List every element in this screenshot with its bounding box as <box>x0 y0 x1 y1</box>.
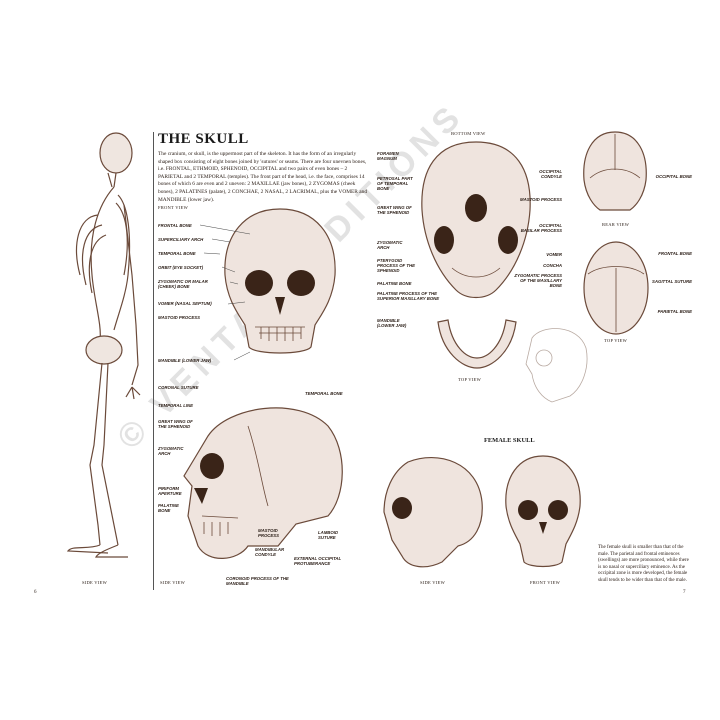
label-temporal-line: TEMPORAL LINE <box>158 403 194 408</box>
skull-front-illustration <box>224 208 336 354</box>
label-vomer-bottom: VOMER <box>546 252 562 257</box>
label-piriform-aperture: PIRIFORM APERTURE <box>158 486 182 496</box>
label-frontal-bone: FRONTAL BONE <box>158 223 192 228</box>
caption-rear-view: REAR VIEW <box>602 222 630 227</box>
label-temporal-bone-side: TEMPORAL BONE <box>305 391 343 396</box>
label-lamboid-suture: LAMBOID SUTURE <box>318 530 339 540</box>
intro-text: The cranium, or skull, is the uppermost … <box>158 151 368 203</box>
caption-side-view-skeleton: SIDE VIEW <box>82 580 108 585</box>
book-spread <box>28 96 694 602</box>
label-petrosal-part: PETROSAL PART OF TEMPORAL BONE <box>377 176 413 191</box>
label-occipital-basilar-process: OCCIPITAL BASILAR PROCESS <box>520 223 562 233</box>
label-mastoid-process-bottom: MASTOID PROCESS <box>520 197 562 202</box>
caption-female-front-view: FRONT VIEW <box>530 580 561 585</box>
page-number-left: 6 <box>34 590 37 595</box>
female-skull-side-illustration <box>383 457 483 568</box>
female-skull-text: The female skull is smaller than that of… <box>598 545 689 583</box>
female-skull-title: FEMALE SKULL <box>484 437 535 444</box>
label-coronoid-process: CORONOID PROCESS OF THE MANDIBLE <box>226 576 289 586</box>
label-zygomatic-process-maxillary: ZYGOMATIC PROCESS OF THE MAXILLARY BONE <box>514 273 562 288</box>
label-pterygoid-process: PTERYGOID PROCESS OF THE SPHENOID <box>377 258 415 273</box>
female-skull-front-illustration <box>505 455 581 568</box>
label-frontal-bone-top: FRONTAL BONE <box>658 251 692 256</box>
label-concha: CONCHA <box>543 263 562 268</box>
sketch-skull-illustration <box>525 328 588 403</box>
label-mandibular-condyle: MANDIBULAR CONDYLE <box>255 547 285 557</box>
label-palatine-process: PALATINE PROCESS OF THE SUPERIOR MAXILLA… <box>377 291 440 301</box>
page-number-right: 7 <box>683 590 686 595</box>
label-vomer: VOMER (NASAL SEPTUM) <box>158 301 212 306</box>
label-temporal-bone-front: TEMPORAL BONE <box>158 251 196 256</box>
label-parietal-bone: PARIETAL BONE <box>657 309 692 314</box>
front-leader-lines <box>199 224 251 361</box>
label-mastoid-process-side: MASTOID PROCESS <box>258 528 280 538</box>
caption-bottom-view: BOTTOM VIEW <box>451 131 486 136</box>
label-zygomatic-arch-side: ZYGOMATIC ARCH <box>158 446 184 456</box>
label-mandible-bottom: MANDIBLE (LOWER JAW) <box>377 318 407 328</box>
caption-front-view: FRONT VIEW <box>158 205 189 210</box>
page-title: THE SKULL <box>158 131 249 147</box>
label-occipital-bone: OCCIPITAL BONE <box>655 174 692 179</box>
skull-top-illustration <box>583 241 649 335</box>
label-superciliary-arch: SUPERCILIARY ARCH <box>158 237 204 242</box>
skull-bottom-illustration <box>421 141 531 299</box>
caption-top-view-small: TOP VIEW <box>604 338 628 343</box>
skeleton-illustration <box>66 132 141 558</box>
caption-top-view-jaw: TOP VIEW <box>458 377 482 382</box>
label-external-occipital-protuberance: EXTERNAL OCCIPITAL PROTUBERANCE <box>294 556 342 566</box>
mandible-top-illustration <box>437 319 517 369</box>
label-occipital-condyle: OCCIPITAL CONDYLE <box>539 169 562 179</box>
label-mastoid-process-front: MASTOID PROCESS <box>158 315 200 320</box>
label-zygomatic-bone: ZYGOMATIC OR MALAR (CHEEK) BONE <box>158 279 208 289</box>
label-palatine-bone-side: PALATINE BONE <box>158 503 179 513</box>
column-divider <box>153 132 154 590</box>
label-sagittal-suture: SAGITTAL SUTURE <box>652 279 692 284</box>
label-mandible-front: MANDIBLE (LOWER JAW) <box>158 358 212 363</box>
caption-side-view-skull: SIDE VIEW <box>160 580 186 585</box>
label-great-wing-sphenoid-side: GREAT WING OF THE SPHENOID <box>158 419 193 429</box>
label-great-wing-sphenoid-bottom: GREAT WING OF THE SPHENOID <box>377 205 412 215</box>
label-foramen-magnum: FORAMEN MAGNUM <box>377 151 399 161</box>
caption-female-side-view: SIDE VIEW <box>420 580 446 585</box>
skull-rear-illustration <box>583 131 647 211</box>
label-orbit: ORBIT (EYE SOCKET) <box>158 265 204 270</box>
label-palatine-bone-bottom: PALATINE BONE <box>377 281 412 286</box>
label-zygomatic-arch-bottom: ZYGOMATIC ARCH <box>377 240 403 250</box>
skull-side-illustration <box>183 407 343 559</box>
label-coronal-suture: CORONAL SUTURE <box>158 385 199 390</box>
